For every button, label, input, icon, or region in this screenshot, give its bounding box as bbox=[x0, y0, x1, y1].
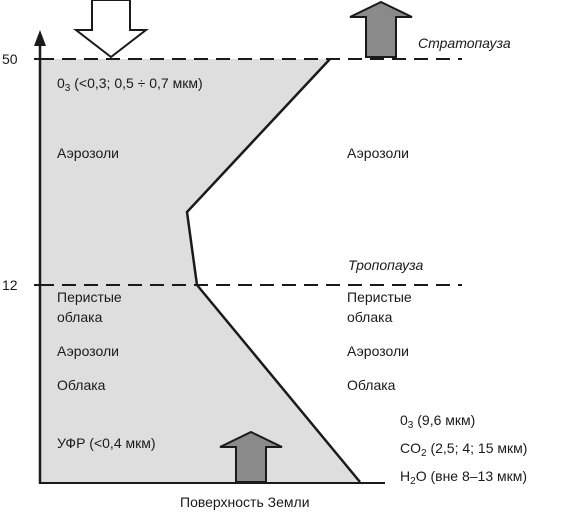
right-h2o-label: H2O (вне 8–13 мкм) bbox=[400, 468, 527, 487]
tick-label-12: 12 bbox=[2, 277, 18, 293]
right-aerosols-upper: Аэрозоли bbox=[347, 145, 409, 161]
profile-line bbox=[185, 58, 361, 483]
left-aerosols-upper: Аэрозоли bbox=[57, 145, 119, 161]
left-clouds: Облака bbox=[57, 377, 106, 393]
left-cirrus-line1: Перистые bbox=[57, 289, 122, 305]
incoming-radiation-arrow bbox=[73, 0, 149, 59]
left-ozone-label: 03 (<0,3; 0,5 ÷ 0,7 мкм) bbox=[57, 75, 203, 94]
left-uv-label: УФР (<0,4 мкм) bbox=[57, 435, 156, 451]
tick-label-50: 50 bbox=[2, 51, 18, 67]
right-co2-label: CO2 (2,5; 4; 15 мкм) bbox=[400, 440, 527, 459]
axis-arrowhead bbox=[34, 30, 46, 46]
right-cirrus-line2: облака bbox=[347, 309, 393, 325]
stratopause-label: Стратопауза bbox=[418, 35, 511, 51]
left-aerosols-lower: Аэрозоли bbox=[57, 343, 119, 359]
right-cirrus-line1: Перистые bbox=[347, 289, 412, 305]
right-clouds: Облака bbox=[347, 377, 396, 393]
right-ozone-label: 03 (9,6 мкм) bbox=[400, 412, 475, 431]
left-cirrus-line2: облака bbox=[57, 309, 103, 325]
outgoing-radiation-arrow-top bbox=[349, 0, 413, 58]
right-aerosols-lower: Аэрозоли bbox=[347, 343, 409, 359]
outgoing-radiation-arrow-bottom bbox=[219, 430, 283, 483]
tropopause-label: Тропопауза bbox=[348, 257, 424, 273]
ground-label: Поверхность Земли bbox=[180, 494, 310, 510]
absorption-region bbox=[40, 59, 360, 482]
